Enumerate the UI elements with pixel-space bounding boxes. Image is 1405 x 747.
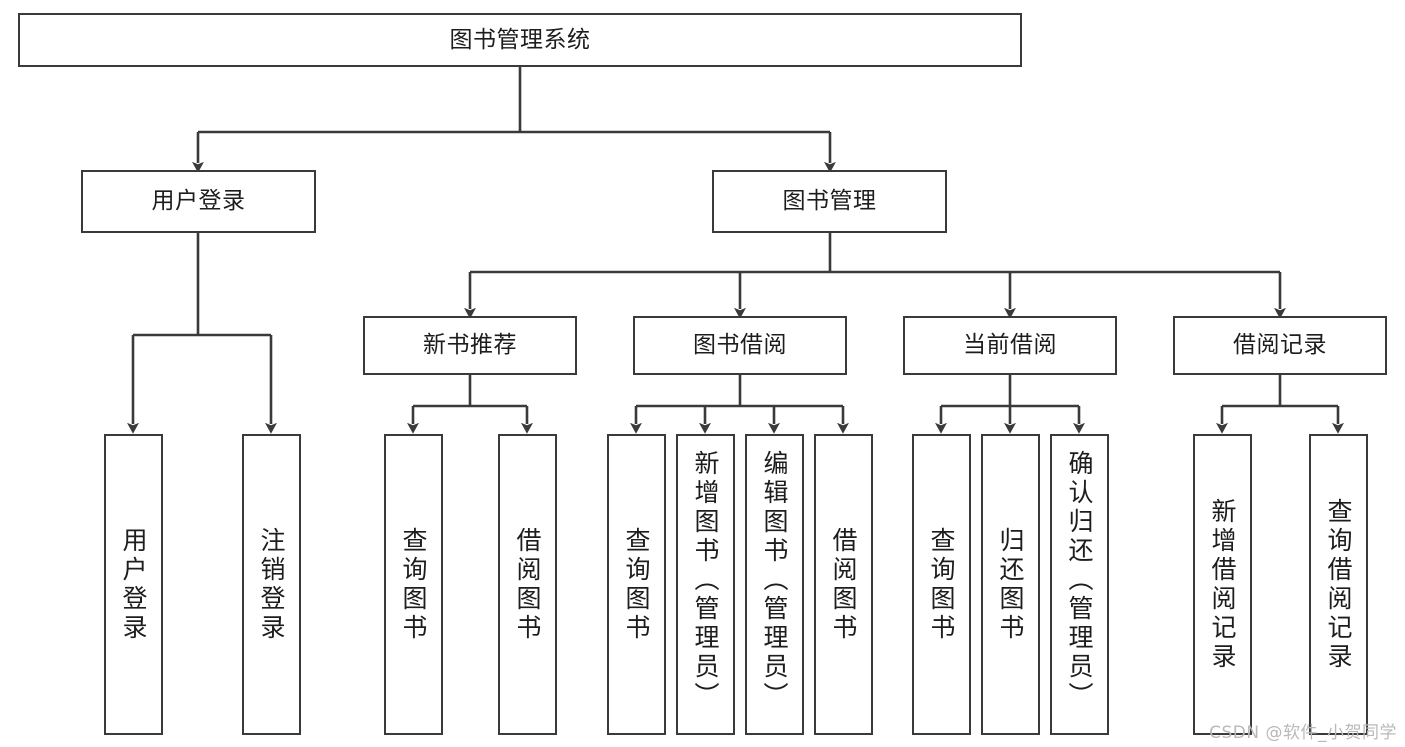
node-borrow-record[interactable]: 借阅记录 [1173,316,1387,375]
leaf-user-login[interactable]: 用户登录 [104,434,163,735]
leaf-add-record-label: 新增借阅记录 [1208,497,1237,672]
leaf-query-book-1-label: 查询图书 [399,526,428,643]
leaf-logout-login[interactable]: 注销登录 [242,434,301,735]
leaf-return-book-label: 归还图书 [996,526,1025,643]
node-new-book-recommend[interactable]: 新书推荐 [363,316,577,375]
node-root-label: 图书管理系统 [449,26,591,53]
node-user-login[interactable]: 用户登录 [81,170,316,233]
csdn-watermark: CSDN @软件_小贺同学 [1209,723,1397,743]
node-book-borrow-label: 图书借阅 [693,332,787,359]
leaf-borrow-book-2[interactable]: 借阅图书 [814,434,873,735]
leaf-user-login-label: 用户登录 [119,526,148,643]
leaf-borrow-book-1[interactable]: 借阅图书 [498,434,557,735]
leaf-query-book-2[interactable]: 查询图书 [607,434,666,735]
leaf-confirm-return-label: 确认归还（管理员） [1065,450,1094,711]
leaf-query-record[interactable]: 查询借阅记录 [1309,434,1368,735]
node-book-manage-label: 图书管理 [782,188,877,215]
node-book-manage[interactable]: 图书管理 [712,170,947,233]
leaf-add-book-label: 新增图书（管理员） [691,450,720,711]
leaf-borrow-book-1-label: 借阅图书 [513,526,542,643]
leaf-confirm-return[interactable]: 确认归还（管理员） [1050,434,1109,735]
leaf-query-book-2-label: 查询图书 [622,526,651,643]
node-book-borrow[interactable]: 图书借阅 [633,316,847,375]
leaf-query-book-1[interactable]: 查询图书 [384,434,443,735]
leaf-borrow-book-2-label: 借阅图书 [829,526,858,643]
leaf-logout-login-label: 注销登录 [257,526,286,643]
leaf-edit-book[interactable]: 编辑图书（管理员） [745,434,804,735]
node-current-borrow[interactable]: 当前借阅 [903,316,1117,375]
leaf-edit-book-label: 编辑图书（管理员） [760,450,789,711]
node-user-login-label: 用户登录 [151,188,246,215]
leaf-add-book[interactable]: 新增图书（管理员） [676,434,735,735]
node-new-book-recommend-label: 新书推荐 [423,332,517,359]
leaf-add-record[interactable]: 新增借阅记录 [1193,434,1252,735]
leaf-query-record-label: 查询借阅记录 [1324,497,1353,672]
node-borrow-record-label: 借阅记录 [1233,332,1327,359]
leaf-return-book[interactable]: 归还图书 [981,434,1040,735]
node-current-borrow-label: 当前借阅 [963,332,1057,359]
leaf-query-book-3-label: 查询图书 [927,526,956,643]
node-root[interactable]: 图书管理系统 [18,13,1022,67]
leaf-query-book-3[interactable]: 查询图书 [912,434,971,735]
